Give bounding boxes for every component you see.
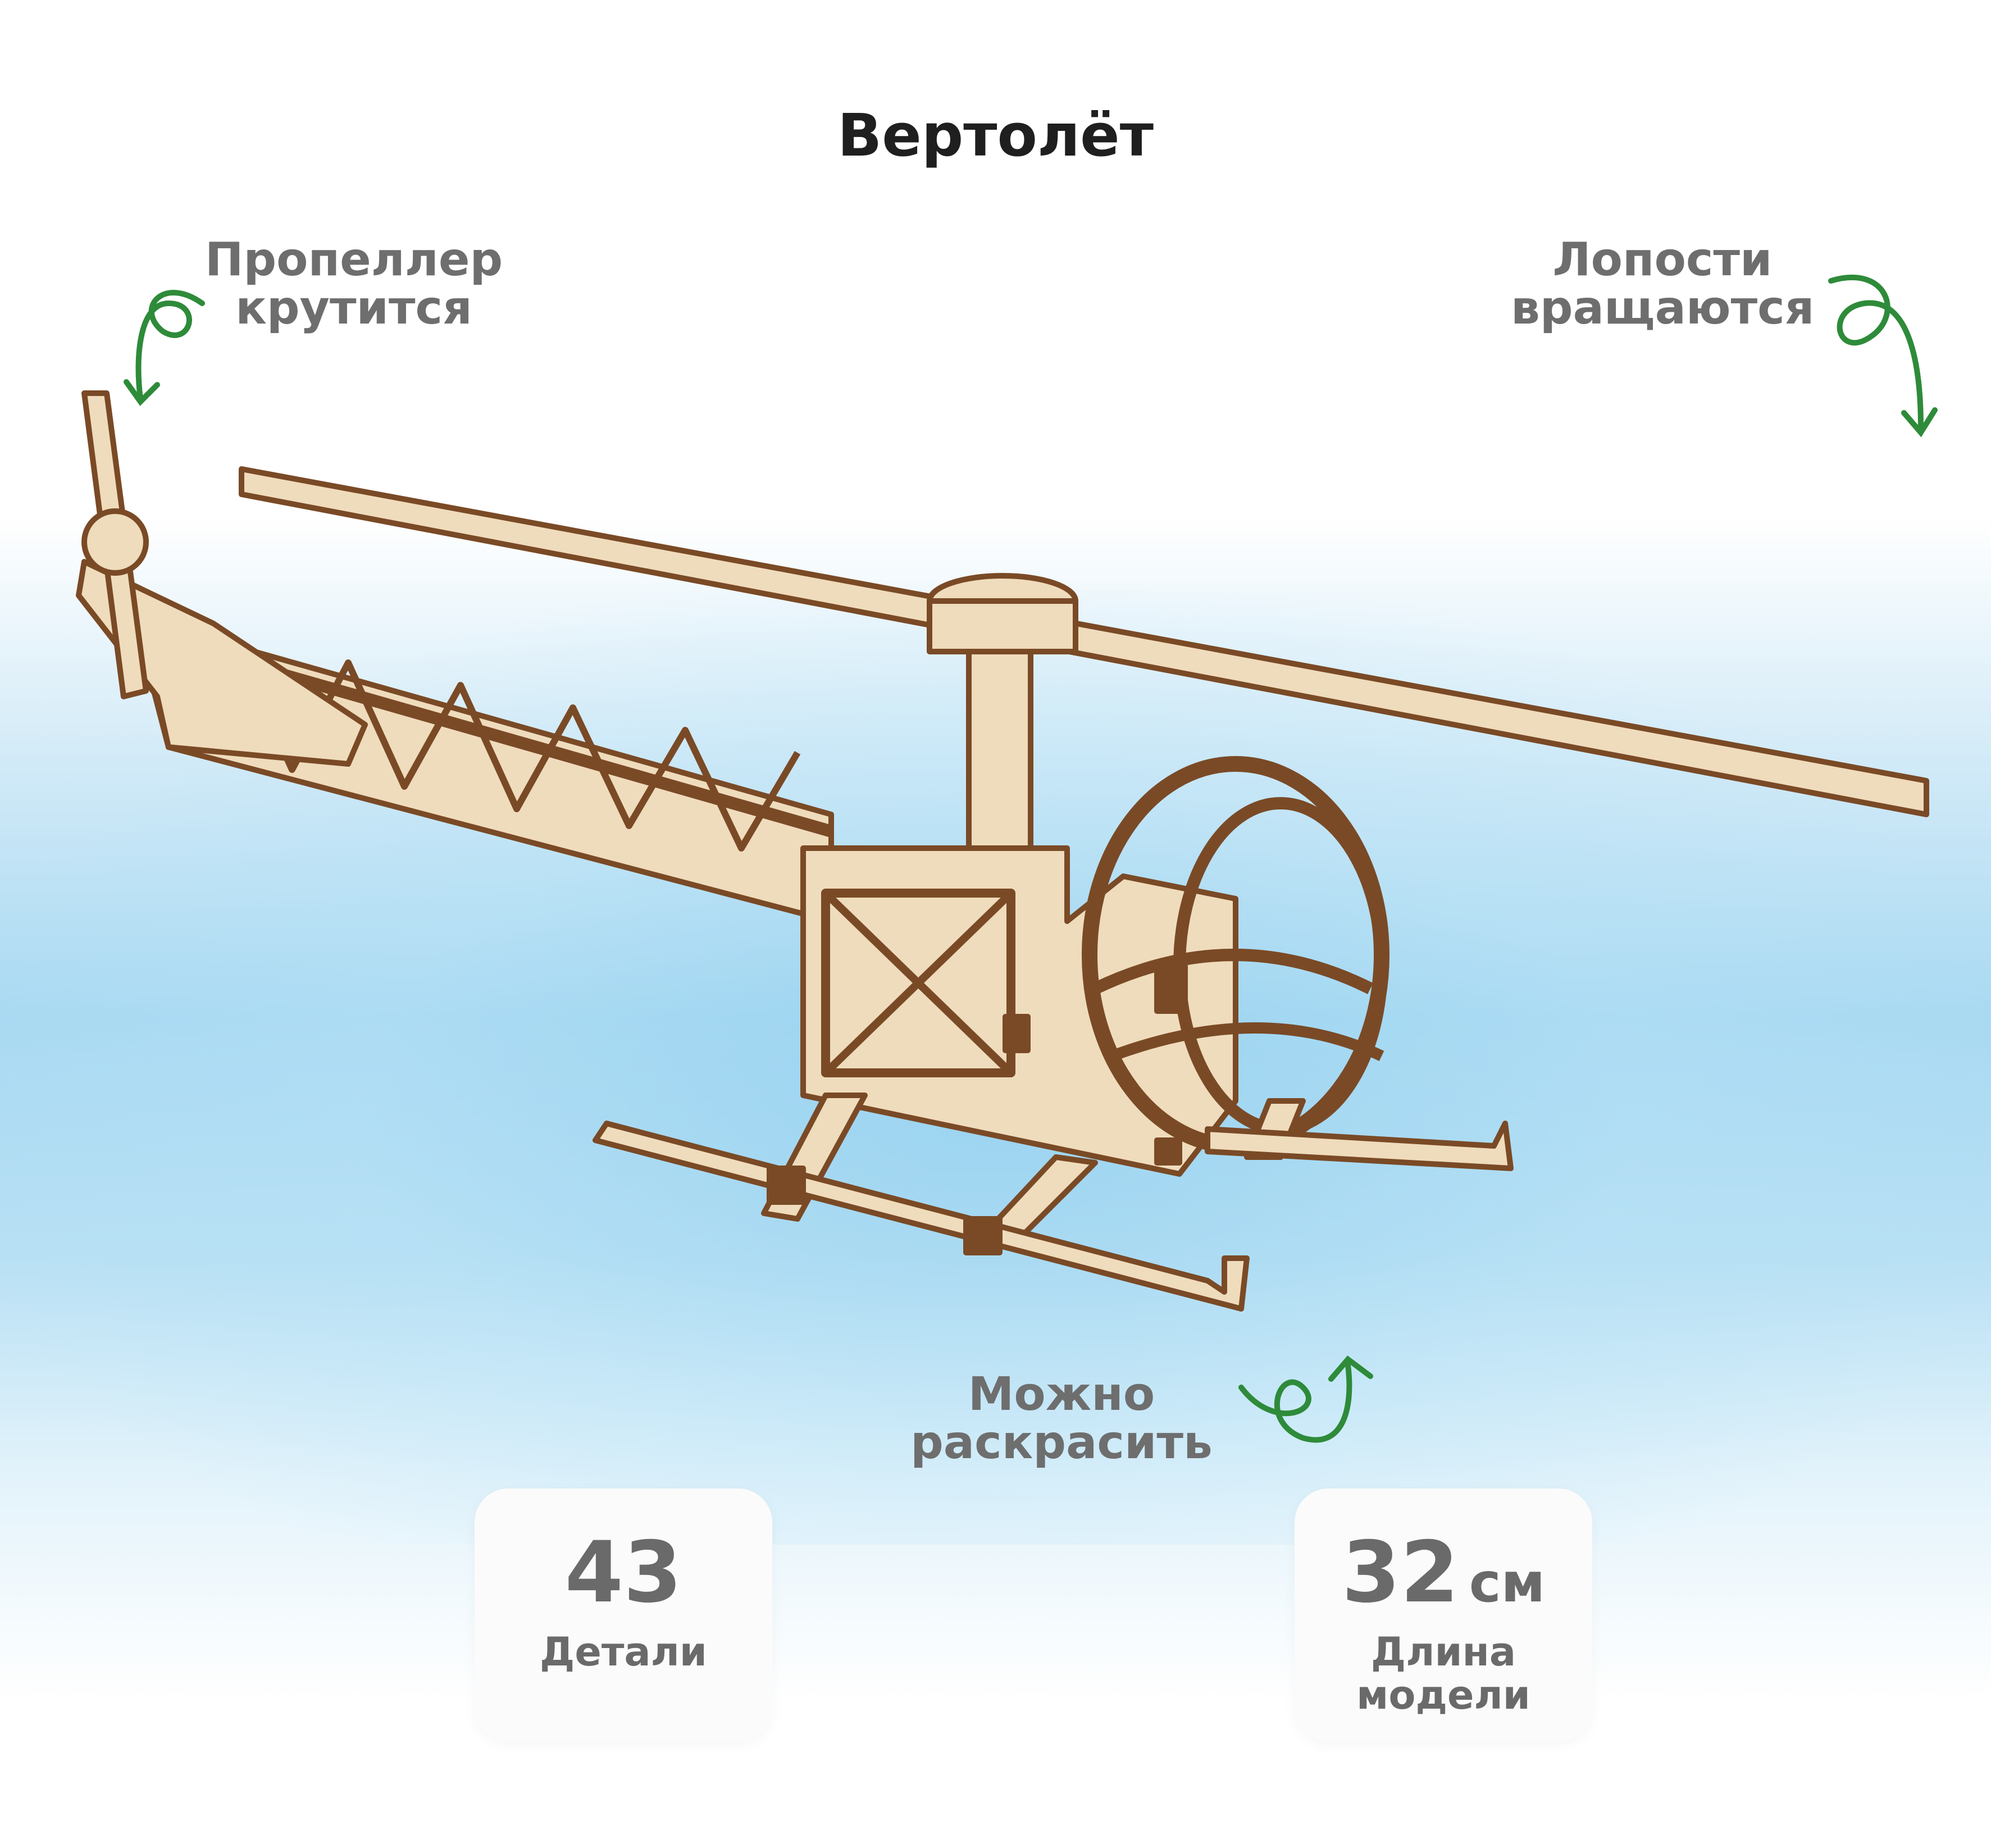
main-rotor-blade bbox=[239, 466, 1929, 817]
page-title: Вертолёт bbox=[837, 101, 1154, 170]
feature-propeller-line1: Пропеллер bbox=[204, 233, 503, 286]
feature-propeller-line2: крутится bbox=[235, 281, 472, 335]
length-caption-line2: модели bbox=[1356, 1672, 1530, 1718]
feature-blades-line2: вращаются bbox=[1511, 281, 1815, 335]
skid-front bbox=[593, 1121, 1250, 1312]
parts-count: 43 bbox=[564, 1524, 682, 1622]
skid-rear bbox=[1205, 1121, 1514, 1171]
spec-card-parts: 43 Детали bbox=[475, 1489, 772, 1741]
length-caption: Длина модели bbox=[1295, 1631, 1592, 1717]
tail-fin bbox=[76, 559, 368, 767]
curved-arrow-icon bbox=[124, 290, 205, 406]
feature-paint-label: Можно раскрасить bbox=[910, 1368, 1213, 1470]
feature-propeller-label: Пропеллер крутится bbox=[202, 233, 505, 335]
length-value: 32 bbox=[1341, 1524, 1459, 1622]
curved-arrow-icon bbox=[1828, 275, 1938, 438]
feature-paint-line2: раскрасить bbox=[910, 1416, 1213, 1470]
parts-caption: Детали bbox=[540, 1629, 707, 1675]
feature-blades-label: Лопости вращаются bbox=[1511, 233, 1815, 335]
length-unit: см bbox=[1469, 1551, 1546, 1614]
curved-arrow-icon bbox=[1238, 1355, 1373, 1443]
feature-paint-line1: Можно bbox=[968, 1368, 1155, 1421]
feature-blades-line1: Лопости bbox=[1552, 233, 1773, 286]
length-caption-line1: Длина bbox=[1370, 1629, 1516, 1675]
